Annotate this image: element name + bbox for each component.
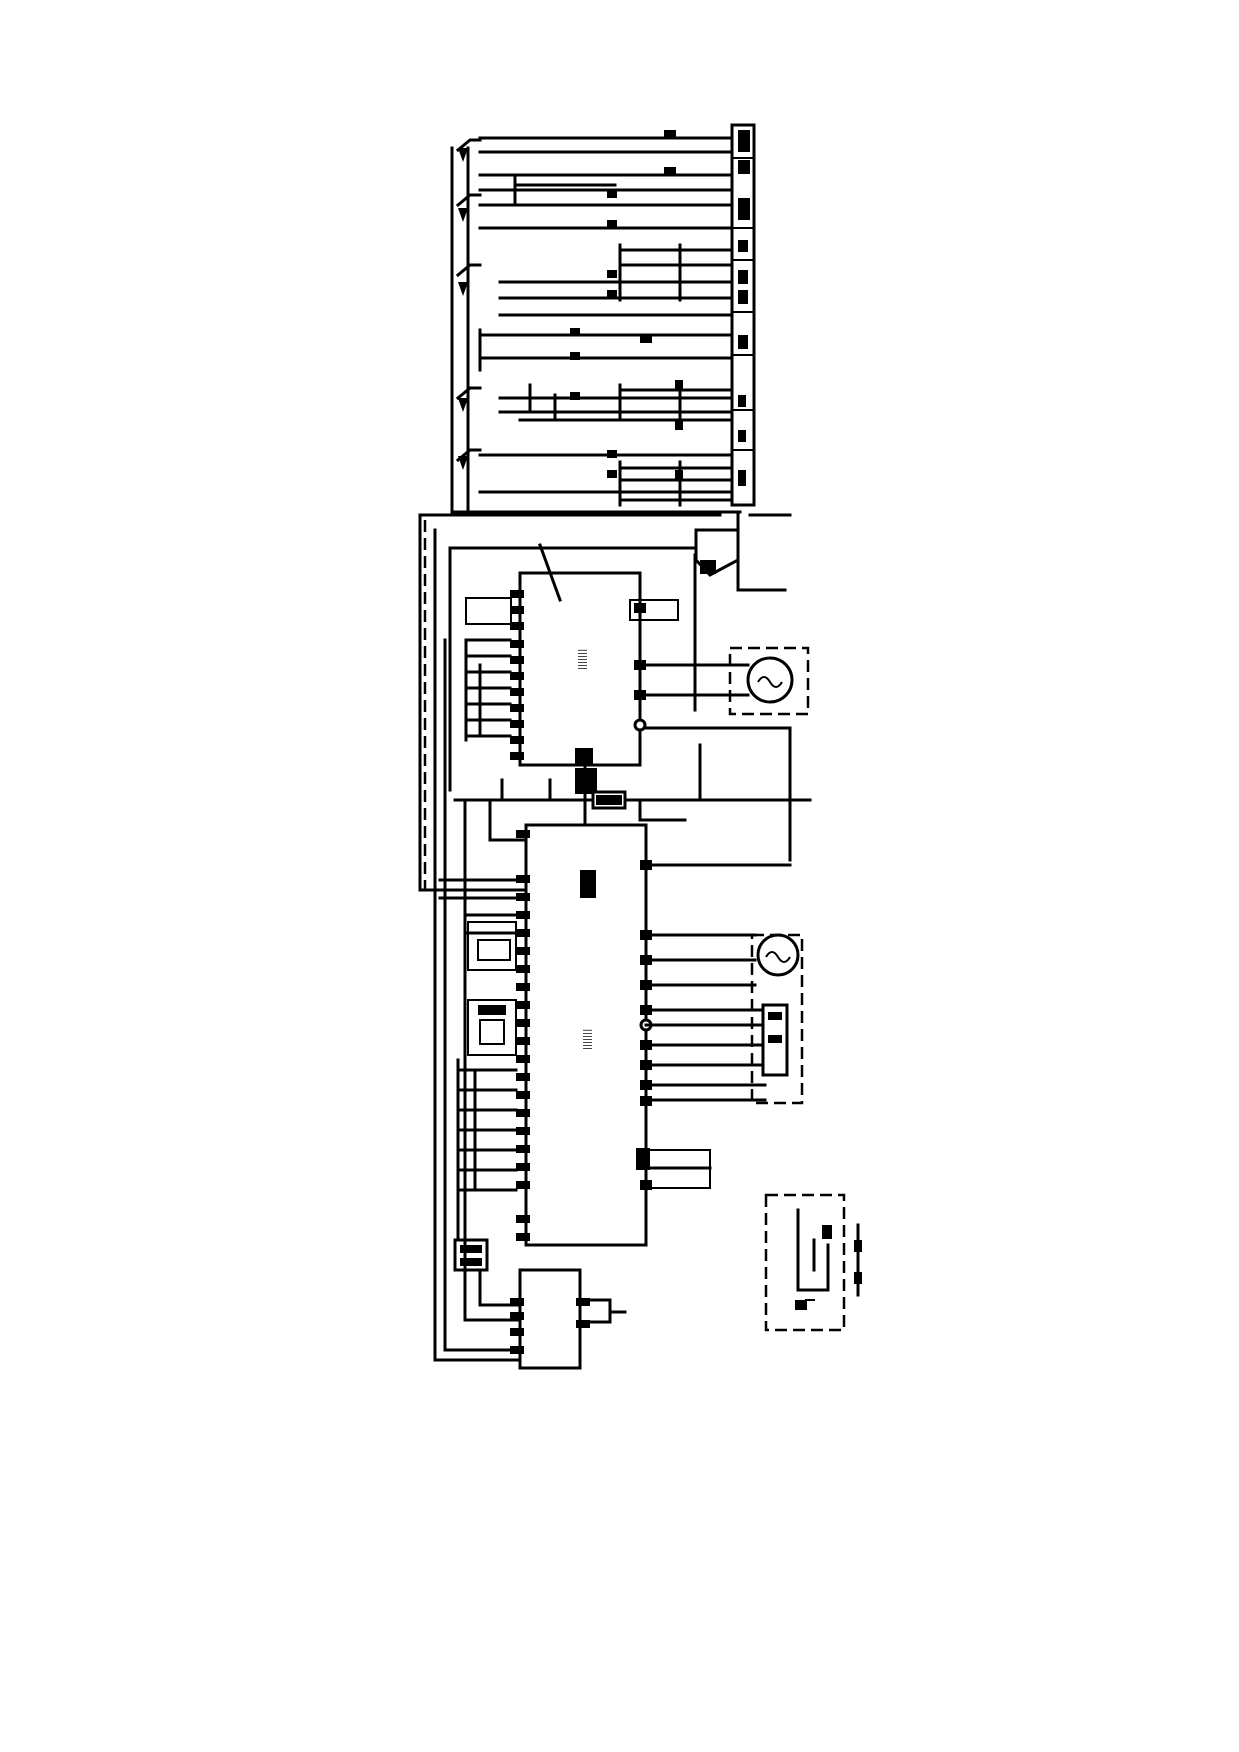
svg-text:|||||||: ||||||| [583, 1029, 593, 1050]
terminal-block [738, 198, 750, 220]
terminal-block [738, 130, 750, 152]
motor-1 [638, 646, 810, 862]
control-board-1: ||||||| [464, 543, 679, 832]
terminal-block [738, 470, 746, 486]
terminal-block [738, 240, 748, 252]
terminal-block [738, 160, 750, 174]
control-board-2: ||||||| [438, 823, 792, 1272]
terminal-blocks [738, 130, 750, 486]
svg-text:|||||||: ||||||| [578, 649, 588, 670]
terminal-strip [730, 123, 756, 507]
harness-junction [418, 513, 792, 892]
terminal-block [738, 290, 748, 304]
terminal-block [738, 430, 746, 442]
board-interconnect [453, 743, 812, 842]
top-harness [450, 130, 742, 514]
terminal-block [738, 395, 746, 407]
terminal-block [738, 270, 748, 284]
small-board [510, 1268, 627, 1370]
motor-2 [750, 933, 804, 1105]
terminal-block [738, 335, 748, 349]
detail-inset [764, 1193, 862, 1332]
